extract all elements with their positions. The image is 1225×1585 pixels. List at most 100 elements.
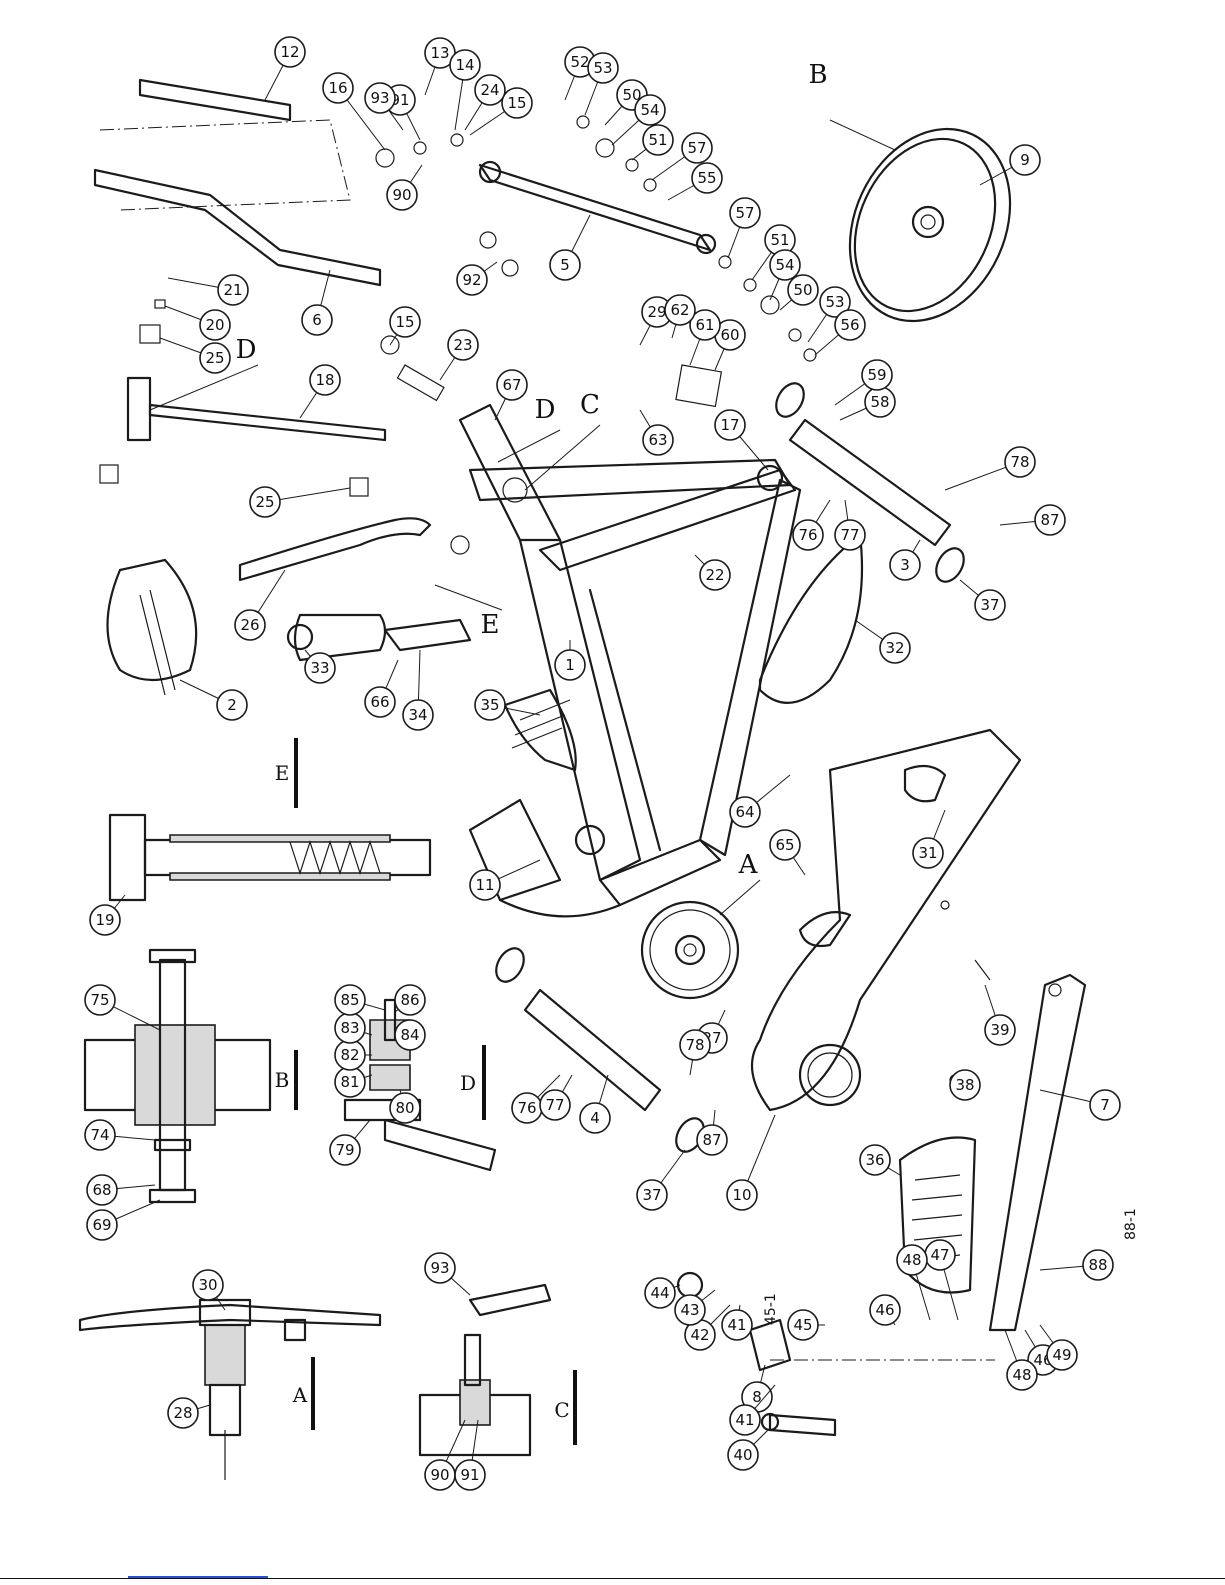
svg-text:48: 48 — [1012, 1366, 1031, 1384]
section-letter-b: B — [808, 60, 827, 90]
callout-11: 11 — [469, 859, 541, 901]
callout-75: 75 — [84, 984, 161, 1031]
chain-guard — [750, 728, 1022, 1112]
callout-51a: 51 — [631, 124, 674, 161]
svg-text:69: 69 — [92, 1216, 111, 1234]
callout-88: 88 — [1039, 1249, 1114, 1281]
svg-text:52: 52 — [570, 53, 589, 71]
svg-text:19: 19 — [95, 911, 114, 929]
svg-text:84: 84 — [400, 1026, 419, 1044]
svg-text:46: 46 — [875, 1301, 894, 1319]
callout-54a: 54 — [611, 94, 666, 146]
callout-37a: 37 — [959, 579, 1006, 621]
svg-text:76: 76 — [798, 526, 817, 544]
svg-text:87: 87 — [1040, 511, 1059, 529]
tension-cylinder-33 — [293, 613, 387, 662]
detail-label-b: B — [275, 1068, 290, 1092]
callout-26: 26 — [234, 569, 286, 641]
svg-text:39: 39 — [990, 1021, 1009, 1039]
detail-e — [108, 813, 432, 902]
callout-48b: 48 — [1004, 1329, 1038, 1391]
callout-78b: 78 — [679, 1029, 711, 1076]
svg-text:76: 76 — [517, 1099, 536, 1117]
callout-32: 32 — [854, 619, 911, 664]
callout-93a: 93 — [364, 82, 404, 131]
callout-4: 4 — [579, 1074, 611, 1134]
svg-text:38: 38 — [955, 1076, 974, 1094]
callout-56: 56 — [814, 309, 866, 356]
callout-43: 43 — [674, 1289, 716, 1326]
callout-77b: 77 — [539, 1074, 573, 1121]
callout-34: 34 — [402, 649, 434, 731]
callout-59: 59 — [834, 359, 893, 406]
callout-39: 39 — [984, 984, 1016, 1046]
svg-text:78: 78 — [1010, 453, 1029, 471]
svg-text:51: 51 — [648, 131, 667, 149]
callout-78a: 78 — [944, 446, 1036, 491]
svg-text:20: 20 — [205, 316, 224, 334]
svg-text:45: 45 — [793, 1316, 812, 1334]
callout-14: 14 — [449, 49, 481, 131]
svg-text:90: 90 — [392, 186, 411, 204]
callout-53b: 53 — [807, 286, 851, 343]
svg-text:56: 56 — [840, 316, 859, 334]
callout-51b: 51 — [751, 224, 796, 281]
callout-64: 64 — [729, 774, 791, 828]
callout-48a: 48 — [896, 1244, 931, 1321]
callout-49: 49 — [1039, 1324, 1078, 1371]
callout-76a: 76 — [792, 499, 831, 551]
bracket-8 — [748, 1318, 792, 1372]
pedal-arm-7 — [988, 973, 1087, 1332]
svg-text:75: 75 — [90, 991, 109, 1009]
callout-16: 16 — [322, 72, 386, 151]
svg-text:90: 90 — [430, 1466, 449, 1484]
svg-text:83: 83 — [340, 1019, 359, 1037]
svg-text:10: 10 — [732, 1186, 751, 1204]
svg-text:14: 14 — [455, 56, 474, 74]
svg-text:35: 35 — [480, 696, 499, 714]
callout-18: 18 — [299, 364, 341, 419]
svg-text:24: 24 — [480, 81, 499, 99]
svg-text:30: 30 — [198, 1276, 217, 1294]
callout-85: 85 — [334, 984, 386, 1016]
section-letter-a: A — [738, 850, 759, 880]
svg-text:48: 48 — [902, 1251, 921, 1269]
callout-87a: 87 — [999, 504, 1066, 536]
svg-text:18: 18 — [315, 371, 334, 389]
callout-61: 61 — [689, 309, 721, 366]
svg-text:74: 74 — [90, 1126, 109, 1144]
svg-text:31: 31 — [918, 844, 937, 862]
callout-79: 79 — [329, 1119, 371, 1166]
svg-text:54: 54 — [640, 101, 659, 119]
callout-80: 80 — [389, 1089, 421, 1124]
svg-text:54: 54 — [775, 256, 794, 274]
svg-text:66: 66 — [370, 693, 389, 711]
callout-30: 30 — [192, 1269, 226, 1311]
svg-text:57: 57 — [735, 204, 754, 222]
svg-text:78: 78 — [685, 1036, 704, 1054]
svg-text:63: 63 — [648, 431, 667, 449]
svg-text:2: 2 — [227, 696, 237, 714]
svg-text:61: 61 — [695, 316, 714, 334]
section-letter-d: D — [535, 395, 556, 425]
callout-84: 84 — [394, 1019, 426, 1051]
top-rail — [468, 458, 792, 502]
svg-text:3: 3 — [900, 556, 910, 574]
detail-label-a: A — [292, 1383, 308, 1407]
svg-text:32: 32 — [885, 639, 904, 657]
callout-15a: 15 — [469, 87, 533, 136]
callout-93b: 93 — [424, 1252, 471, 1296]
callout-15b: 15 — [389, 306, 421, 346]
svg-text:41: 41 — [727, 1316, 746, 1334]
svg-text:5: 5 — [560, 256, 570, 274]
footer-rule — [0, 1578, 1225, 1579]
label-45-1: 45-1 — [763, 1293, 779, 1325]
svg-text:44: 44 — [650, 1284, 669, 1302]
callout-55: 55 — [667, 162, 723, 201]
svg-text:55: 55 — [697, 169, 716, 187]
svg-text:91: 91 — [460, 1466, 479, 1484]
callout-5: 5 — [549, 214, 591, 281]
svg-text:93: 93 — [370, 89, 389, 107]
callout-41a: 41 — [721, 1304, 753, 1341]
callout-20: 20 — [164, 305, 231, 341]
